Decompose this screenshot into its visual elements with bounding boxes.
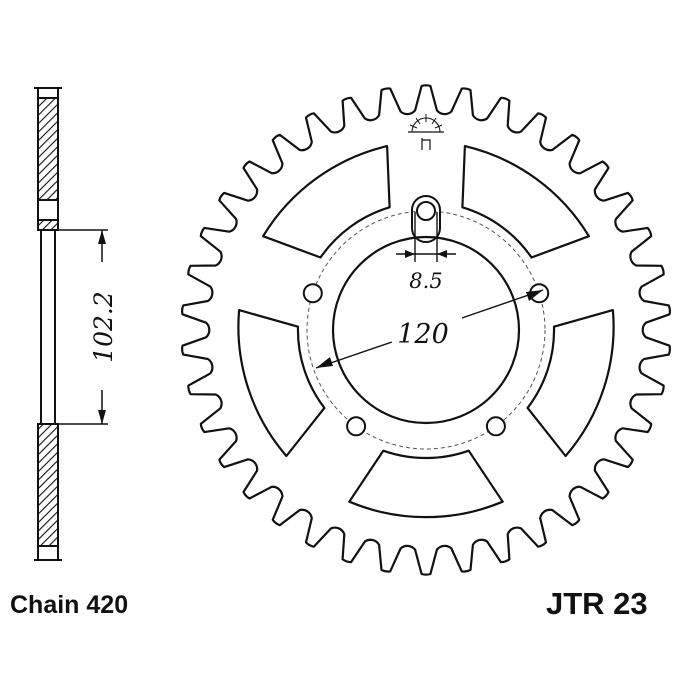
- bolt-holes: [302, 195, 550, 437]
- bolt-hole-dimension: 8.5: [396, 212, 456, 293]
- spoke-cutout: [526, 309, 615, 458]
- profile-bottom-cap: [37, 545, 59, 561]
- jt-sun-logo-icon: [408, 114, 444, 150]
- spoke-cutout: [348, 449, 504, 519]
- bolt-circle-dimension: 120: [315, 289, 544, 369]
- profile-top-cap: [37, 87, 59, 99]
- part-number-label: JTR 23: [546, 586, 648, 621]
- offset-dimension-label: 102.2: [89, 291, 118, 363]
- spoke-cutouts: [237, 145, 615, 519]
- hub-center-bore: [331, 235, 521, 425]
- profile-upper-gap: [37, 199, 59, 221]
- bolt-hole: [302, 283, 323, 304]
- profile-lower-hatch: [37, 423, 59, 547]
- offset-arrow-bottom: [98, 410, 106, 424]
- offset-dimension: 102.2: [58, 229, 118, 425]
- bolt-hole: [346, 416, 367, 437]
- offset-arrow-top: [98, 230, 106, 244]
- profile-hub-web: [40, 229, 56, 425]
- profile-upper-band: [37, 219, 59, 231]
- bolt-hole: [416, 201, 436, 221]
- bolt-circle-dimension-label: 120: [397, 319, 449, 350]
- spoke-cutout: [237, 309, 326, 458]
- spoke-cutout: [262, 145, 391, 259]
- spoke-cutout: [461, 145, 590, 259]
- bolt-hole-dimension-label: 8.5: [409, 269, 442, 293]
- chain-size-label: Chain 420: [10, 591, 129, 619]
- bolt-hole: [485, 416, 506, 437]
- profile-upper-hatch: [37, 97, 59, 201]
- side-profile: [34, 87, 62, 561]
- bolt-hole-boss: [411, 195, 441, 243]
